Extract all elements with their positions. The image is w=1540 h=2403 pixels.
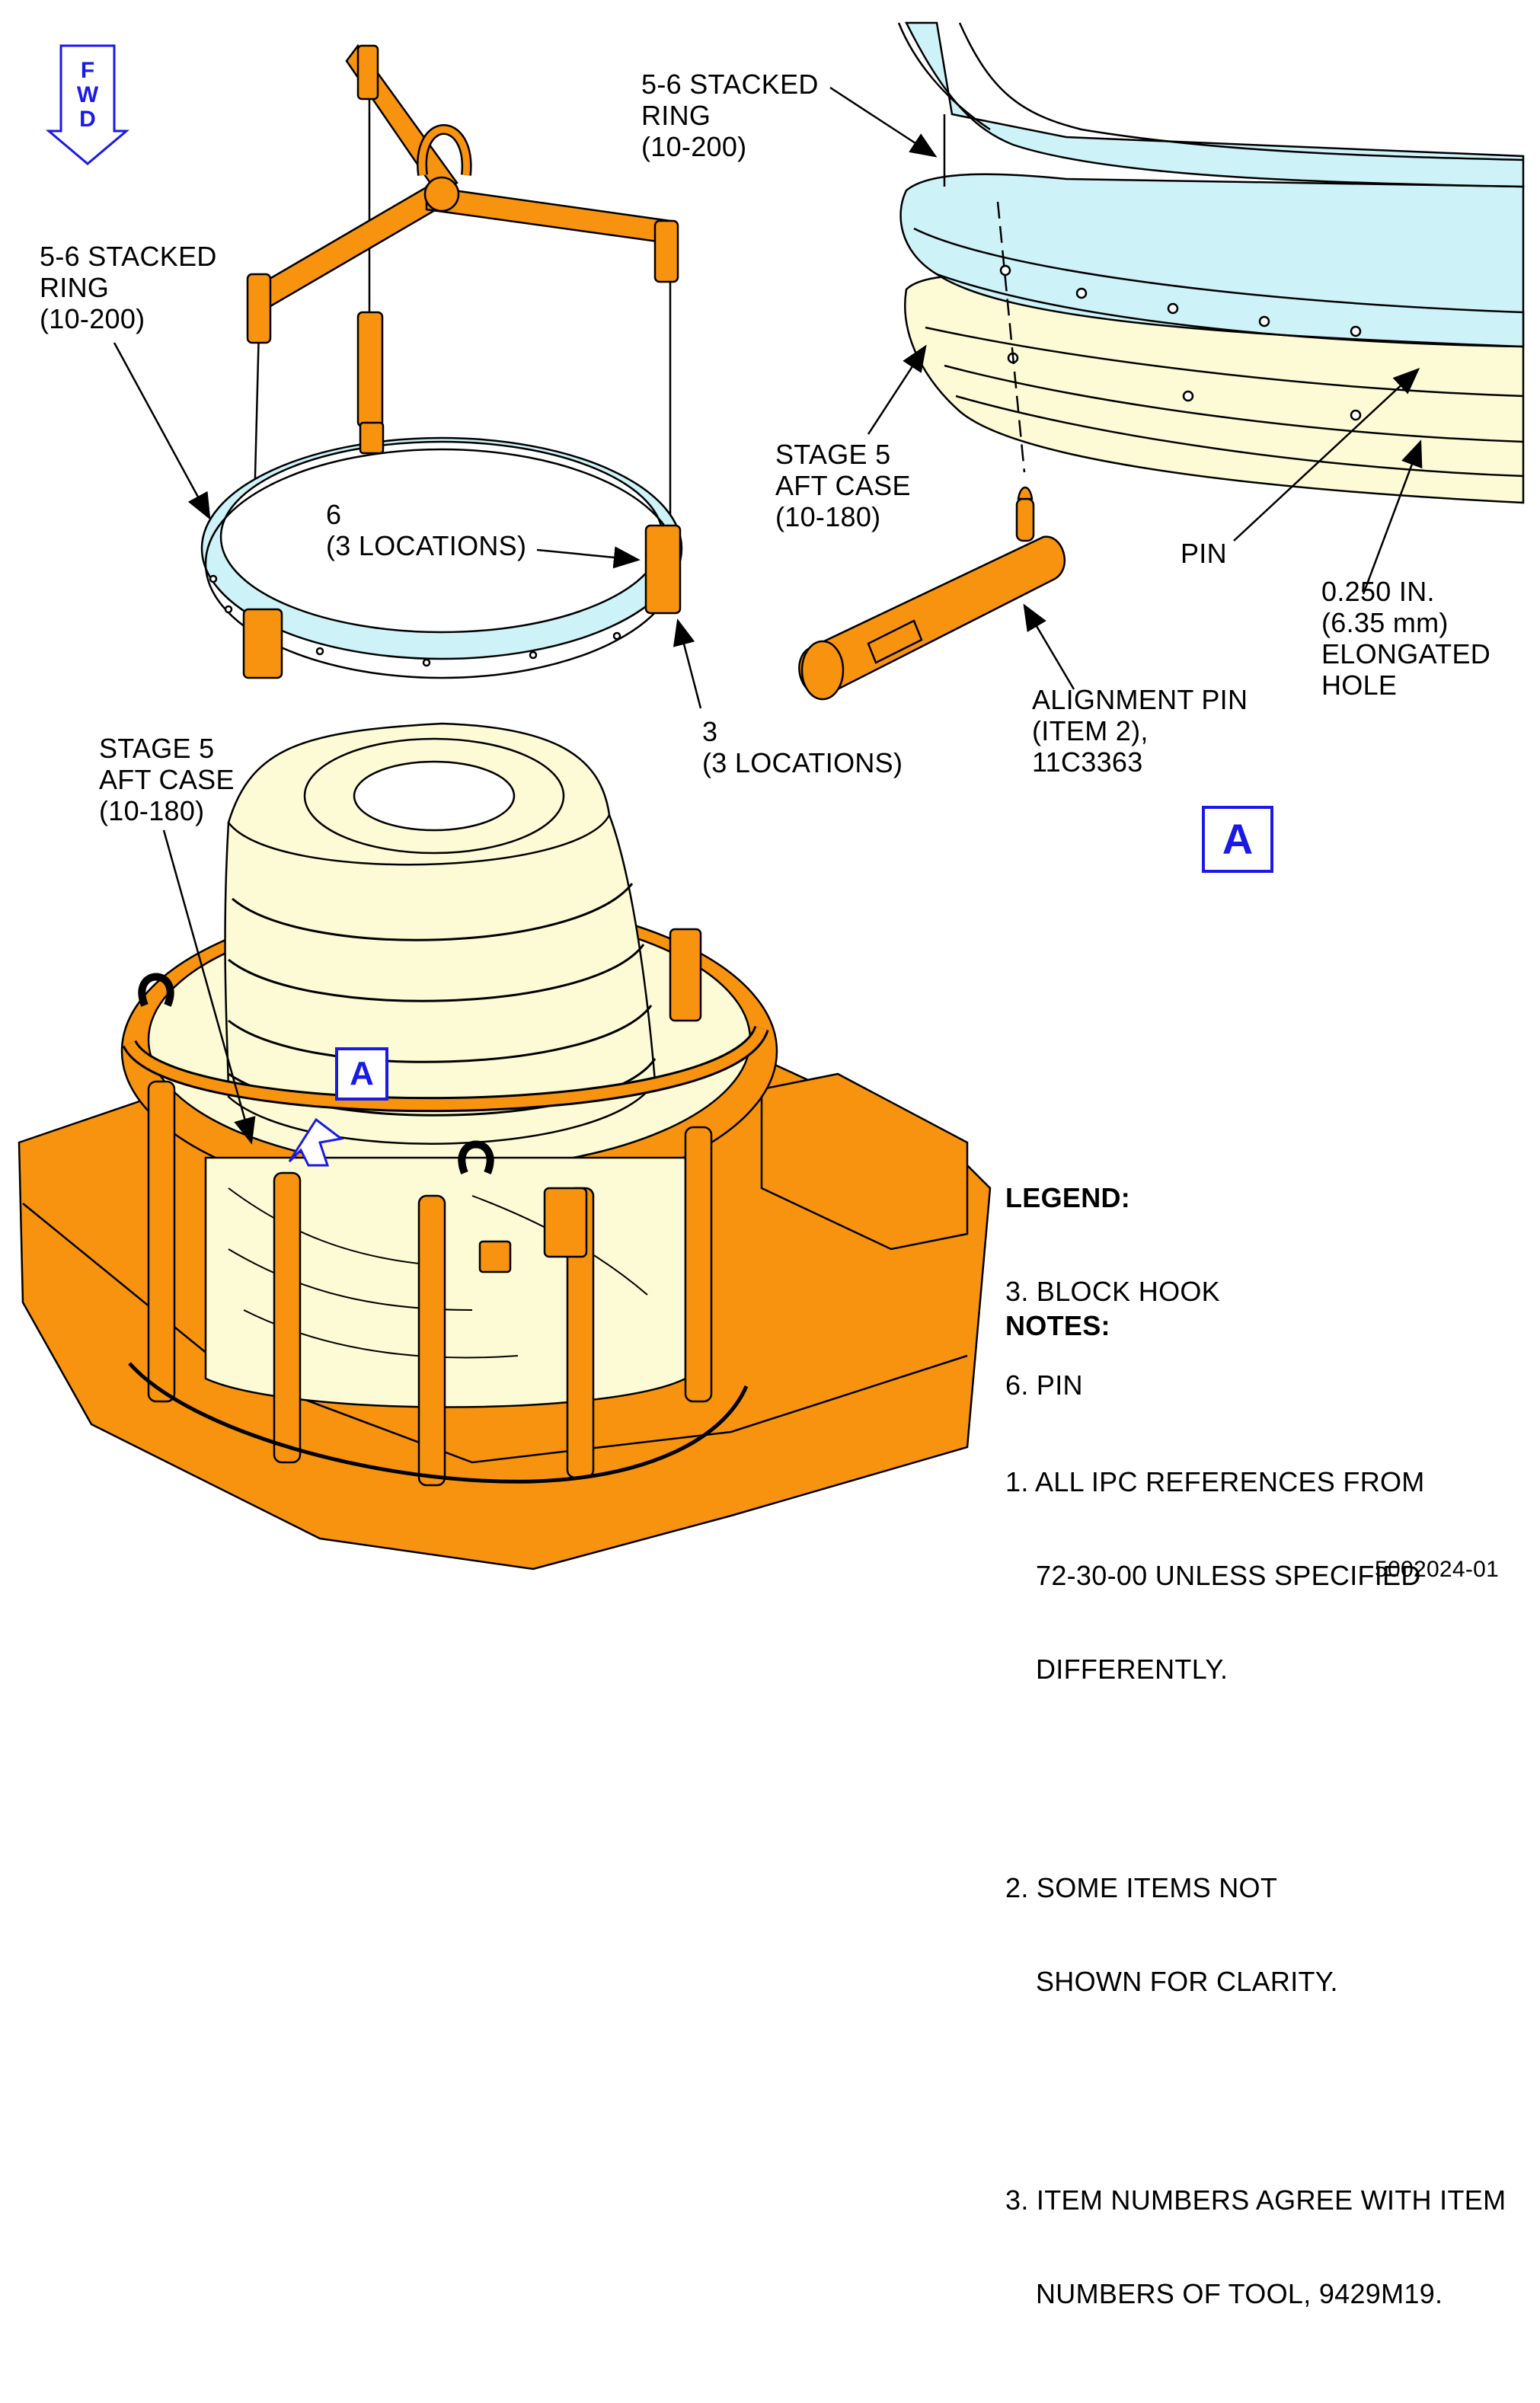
note-line: SHOWN FOR CLARITY.	[1036, 1966, 1338, 1997]
label-line: AFT CASE	[99, 764, 235, 795]
label-line: (10-180)	[99, 795, 205, 826]
label-line: 5-6 STACKED	[641, 69, 819, 100]
label-line: STAGE 5	[775, 439, 891, 470]
note-item: 2. SOME ITEMS NOT SHOWN FOR CLARITY.	[1005, 1810, 1506, 2059]
label-line: RING	[641, 100, 711, 131]
label-line: (10-200)	[40, 303, 145, 334]
label-line: HOLE	[1321, 669, 1398, 701]
note-line: 72-30-00 UNLESS SPECIFIED	[1036, 1560, 1421, 1591]
label-line: 5-6 STACKED	[40, 241, 217, 272]
label-hook-3: 3(3 LOCATIONS)	[702, 716, 903, 778]
label-line: (10-200)	[641, 131, 747, 162]
fixture-leaders	[113, 342, 702, 709]
label-pin: PIN	[1181, 538, 1227, 569]
label-line: 6	[326, 499, 342, 530]
note-item: 1. ALL IPC REFERENCES FROM 72-30-00 UNLE…	[1005, 1404, 1506, 1747]
illustration	[18, 21, 1525, 1571]
note-line: 1. ALL IPC REFERENCES FROM	[1005, 1466, 1425, 1497]
label-line: (6.35 mm)	[1321, 607, 1449, 638]
legend: LEGEND: 3. BLOCK HOOK 6. PIN	[1005, 1120, 1220, 1432]
fwd-letter-w: W	[76, 82, 99, 107]
label-line: AFT CASE	[775, 470, 911, 501]
lifting-fixture	[246, 43, 679, 625]
notes-title: NOTES:	[1005, 1310, 1110, 1341]
label-alignment-pin: ALIGNMENT PIN(ITEM 2),11C3363	[1032, 684, 1248, 778]
detail-a-view	[798, 21, 1525, 701]
stacked-ring-part	[200, 421, 683, 679]
label-line: ALIGNMENT PIN	[1032, 684, 1248, 715]
note-item: 3. ITEM NUMBERS AGREE WITH ITEM NUMBERS …	[1005, 2122, 1506, 2372]
fwd-letter-d: D	[79, 107, 96, 132]
notes: NOTES: 1. ALL IPC REFERENCES FROM 72-30-…	[1005, 1248, 1506, 2403]
note-line: 3. ITEM NUMBERS AGREE WITH ITEM	[1005, 2184, 1506, 2216]
label-line: ELONGATED	[1321, 638, 1491, 669]
note-line: NUMBERS OF TOOL, 9429M19.	[1036, 2278, 1443, 2309]
fwd-letter-f: F	[80, 58, 95, 83]
label-line: 3	[702, 716, 718, 747]
legend-title: LEGEND:	[1005, 1182, 1131, 1213]
engine-module-on-stand	[18, 722, 992, 1571]
legend-item: 3. BLOCK HOOK	[1005, 1276, 1220, 1307]
label-line: 11C3363	[1032, 746, 1143, 778]
note-line: 2. SOME ITEMS NOT	[1005, 1872, 1278, 1903]
label-line: (10-180)	[775, 501, 881, 532]
legend-item: 6. PIN	[1005, 1369, 1083, 1401]
detail-a-view-marker: A	[335, 1047, 388, 1101]
note-line: DIFFERENTLY.	[1036, 1654, 1228, 1685]
label-line: (3 LOCATIONS)	[702, 747, 903, 778]
label-line: (ITEM 2),	[1032, 715, 1149, 746]
fwd-arrow-icon	[45, 44, 130, 165]
figure-id: 5002024-01	[1375, 1557, 1500, 1582]
label-line: RING	[40, 272, 110, 303]
label-line: 0.250 IN.	[1321, 576, 1435, 607]
label-line: STAGE 5	[99, 733, 215, 764]
label-line: (3 LOCATIONS)	[326, 530, 527, 561]
detail-a-title-box: A	[1202, 806, 1273, 873]
alignment-pin-part	[798, 486, 1066, 701]
label-pin-6: 6(3 LOCATIONS)	[326, 499, 526, 561]
